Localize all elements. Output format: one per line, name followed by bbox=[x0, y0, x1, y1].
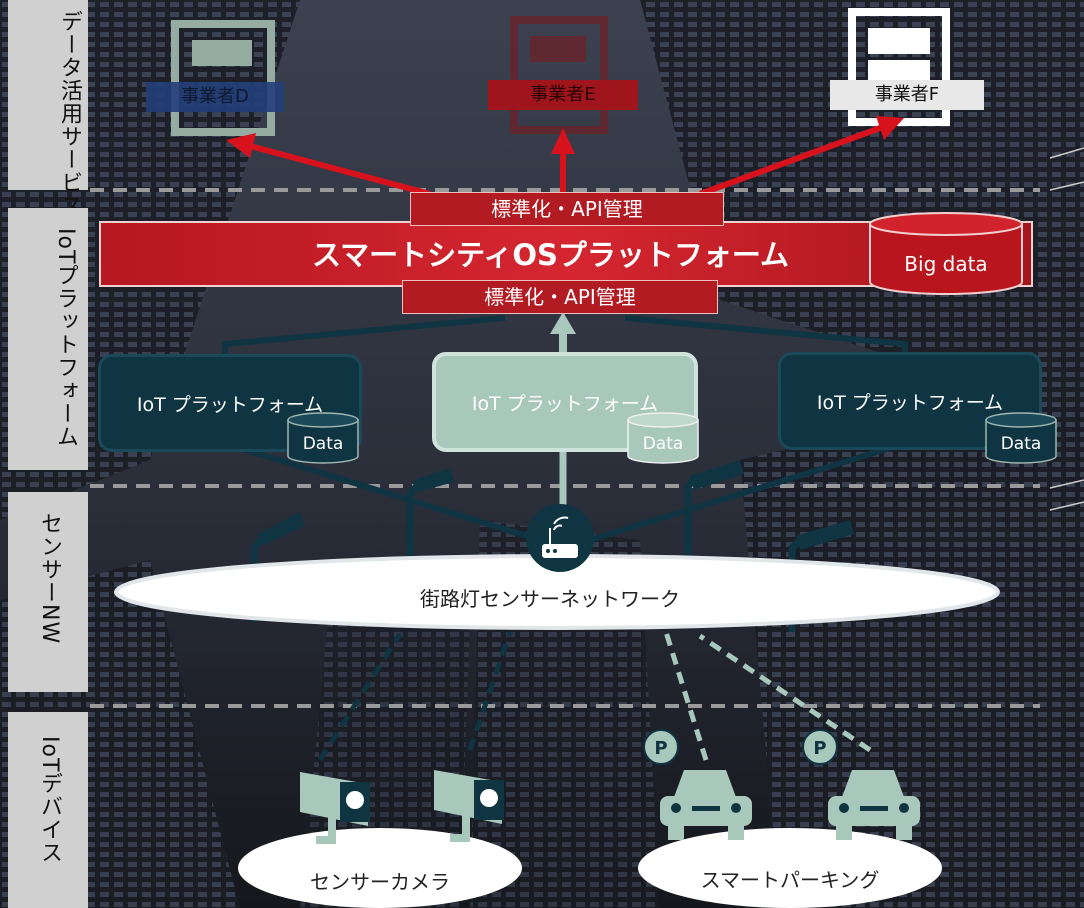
layer-label-service: データ活用サービス提供 bbox=[8, 0, 88, 263]
camera-ellipse bbox=[238, 828, 522, 908]
operator-d-label: 事業者D bbox=[146, 82, 284, 112]
iot-platform-2-label: IoT プラットフォーム bbox=[471, 393, 659, 415]
data-cylinder-1: Data bbox=[286, 412, 360, 464]
parking-icon-1: P bbox=[643, 729, 752, 840]
camera-label: センサーカメラ bbox=[310, 870, 450, 894]
building-icon-e bbox=[510, 16, 608, 134]
operator-f-label: 事業者F bbox=[830, 80, 984, 110]
parking-ellipse bbox=[638, 828, 942, 908]
router-icon bbox=[526, 504, 594, 572]
iot-platform-1-label: IoT プラットフォーム bbox=[136, 394, 324, 416]
iot-platform-3-label: IoT プラットフォーム bbox=[816, 392, 1004, 414]
layer-separators bbox=[90, 188, 1040, 708]
layer-label-platform: IoTプラットフォーム bbox=[8, 208, 88, 470]
data-cylinder-3-label: Data bbox=[1000, 434, 1042, 454]
data-cylinder-3: Data bbox=[984, 412, 1058, 464]
edge-brackets bbox=[1049, 147, 1084, 511]
operator-f-text: 事業者F bbox=[874, 84, 940, 105]
up-arrow-center bbox=[550, 312, 576, 512]
api-management-top: 標準化・API管理 bbox=[410, 192, 724, 226]
operator-d-text: 事業者D bbox=[181, 86, 249, 107]
os-platform-title: スマートシティOSプラットフォーム bbox=[312, 238, 790, 272]
layer-label-devices: IoTデバイス bbox=[8, 712, 88, 908]
layer-label-network: センサーNW bbox=[8, 492, 88, 692]
device-links bbox=[317, 631, 872, 762]
svg-text:P: P bbox=[654, 738, 667, 759]
layer-label-devices-text: IoTデバイス bbox=[37, 736, 62, 865]
network-links bbox=[239, 445, 891, 543]
network-label: 街路灯センサーネットワーク bbox=[420, 587, 680, 611]
bigdata-label: Big data bbox=[904, 252, 988, 276]
parking-icon-2: P bbox=[802, 729, 920, 840]
operator-e-text: 事業者E bbox=[530, 84, 596, 105]
data-cylinder-2-label: Data bbox=[642, 434, 684, 454]
camera-icon-2 bbox=[434, 770, 504, 842]
operator-e-label: 事業者E bbox=[488, 80, 638, 110]
svg-text:P: P bbox=[813, 738, 826, 759]
red-arrows bbox=[226, 116, 904, 197]
data-cylinder-2: Data bbox=[626, 412, 700, 464]
layer-label-network-text: センサーNW bbox=[37, 512, 62, 645]
building-icon-d bbox=[171, 20, 275, 136]
api-management-bottom: 標準化・API管理 bbox=[402, 280, 718, 314]
layer-label-platform-text: IoTプラットフォーム bbox=[53, 228, 78, 449]
camera-icon-1 bbox=[300, 772, 370, 844]
bigdata-cylinder: Big data bbox=[868, 212, 1024, 296]
data-cylinder-1-label: Data bbox=[302, 434, 344, 454]
layer-label-service-text: データ活用サービス提供 bbox=[57, 10, 82, 263]
parking-label: スマートパーキング bbox=[700, 868, 880, 892]
